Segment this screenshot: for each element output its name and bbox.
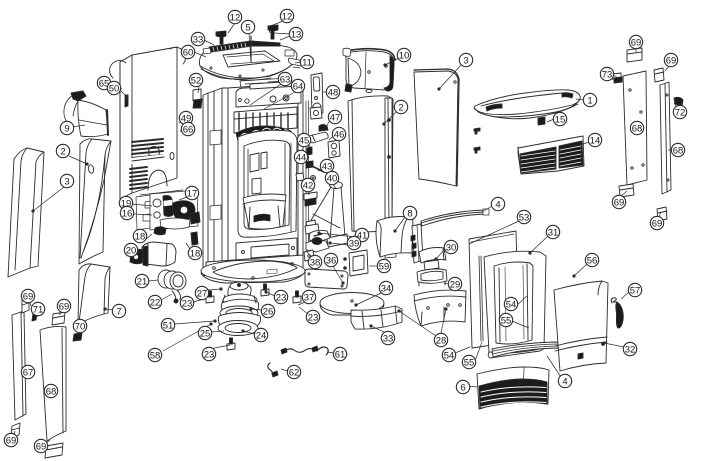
svg-text:69: 69	[6, 435, 17, 446]
svg-text:69: 69	[23, 291, 34, 302]
svg-text:33: 33	[383, 333, 394, 344]
svg-text:41: 41	[357, 230, 368, 241]
svg-text:54: 54	[506, 299, 517, 310]
svg-text:48: 48	[328, 87, 339, 98]
svg-text:2: 2	[398, 102, 403, 113]
svg-text:37: 37	[304, 292, 315, 303]
svg-text:8: 8	[407, 208, 412, 219]
svg-text:60: 60	[183, 47, 194, 58]
svg-text:55: 55	[501, 315, 512, 326]
svg-text:12: 12	[282, 11, 293, 22]
svg-text:70: 70	[75, 321, 86, 332]
svg-text:18: 18	[135, 231, 146, 242]
svg-text:36: 36	[326, 255, 337, 266]
svg-text:68: 68	[673, 145, 684, 156]
svg-text:68: 68	[46, 386, 57, 397]
svg-text:61: 61	[335, 349, 346, 360]
svg-text:3: 3	[64, 176, 69, 187]
svg-text:20: 20	[126, 245, 137, 256]
svg-text:57: 57	[630, 285, 641, 296]
svg-text:68: 68	[632, 123, 643, 134]
svg-text:1: 1	[587, 95, 592, 106]
svg-text:34: 34	[381, 283, 392, 294]
svg-text:59: 59	[379, 261, 390, 272]
svg-text:55: 55	[464, 357, 475, 368]
svg-text:53: 53	[519, 212, 530, 223]
svg-text:56: 56	[587, 255, 598, 266]
svg-text:13: 13	[291, 29, 302, 40]
svg-text:64: 64	[293, 81, 304, 92]
svg-text:72: 72	[675, 107, 686, 118]
svg-text:40: 40	[327, 173, 338, 184]
svg-text:22: 22	[150, 297, 161, 308]
svg-text:23: 23	[276, 292, 287, 303]
svg-text:25: 25	[200, 328, 211, 339]
svg-text:65: 65	[99, 78, 110, 89]
svg-text:7: 7	[116, 306, 121, 317]
svg-text:50: 50	[109, 83, 120, 94]
svg-text:3: 3	[463, 55, 468, 66]
svg-text:19: 19	[121, 198, 132, 209]
svg-text:4: 4	[562, 376, 567, 387]
svg-text:33: 33	[193, 34, 204, 45]
svg-text:69: 69	[652, 218, 663, 229]
svg-text:43: 43	[322, 161, 333, 172]
svg-text:45: 45	[299, 135, 310, 146]
svg-text:66: 66	[183, 124, 194, 135]
svg-text:12: 12	[230, 12, 241, 23]
svg-text:6: 6	[460, 382, 465, 393]
svg-text:69: 69	[631, 37, 642, 48]
svg-text:24: 24	[256, 330, 267, 341]
svg-text:30: 30	[446, 242, 457, 253]
svg-text:52: 52	[191, 75, 202, 86]
svg-text:5: 5	[245, 22, 250, 33]
svg-text:67: 67	[23, 367, 34, 378]
svg-text:2: 2	[60, 146, 65, 157]
svg-text:16: 16	[122, 208, 133, 219]
svg-text:23: 23	[182, 298, 193, 309]
svg-text:23: 23	[308, 312, 319, 323]
svg-text:26: 26	[263, 306, 274, 317]
svg-text:39: 39	[349, 238, 360, 249]
svg-text:42: 42	[303, 180, 314, 191]
svg-text:62: 62	[289, 367, 300, 378]
svg-text:10: 10	[399, 50, 410, 61]
svg-text:11: 11	[302, 57, 312, 68]
svg-text:18: 18	[190, 248, 201, 259]
svg-text:23: 23	[204, 349, 215, 360]
svg-text:47: 47	[330, 112, 341, 123]
svg-text:51: 51	[163, 320, 174, 331]
svg-text:9: 9	[64, 123, 69, 134]
svg-text:69: 69	[36, 441, 47, 452]
svg-text:44: 44	[296, 152, 307, 163]
svg-text:14: 14	[590, 135, 601, 146]
svg-text:69: 69	[614, 197, 625, 208]
svg-text:4: 4	[495, 199, 500, 210]
svg-text:69: 69	[666, 55, 677, 66]
svg-text:27: 27	[197, 288, 208, 299]
svg-text:32: 32	[625, 344, 636, 355]
svg-text:73: 73	[602, 69, 613, 80]
svg-text:31: 31	[548, 227, 559, 238]
svg-text:49: 49	[181, 113, 192, 124]
svg-text:69: 69	[59, 301, 70, 312]
svg-text:28: 28	[436, 335, 447, 346]
svg-text:46: 46	[334, 129, 345, 140]
svg-text:58: 58	[150, 350, 161, 361]
svg-text:63: 63	[280, 74, 291, 85]
svg-text:54: 54	[444, 350, 455, 361]
svg-text:38: 38	[310, 257, 321, 268]
svg-text:71: 71	[33, 304, 44, 315]
svg-text:17: 17	[187, 188, 198, 199]
svg-text:29: 29	[450, 279, 461, 290]
svg-text:15: 15	[555, 114, 566, 125]
svg-text:21: 21	[137, 276, 148, 287]
